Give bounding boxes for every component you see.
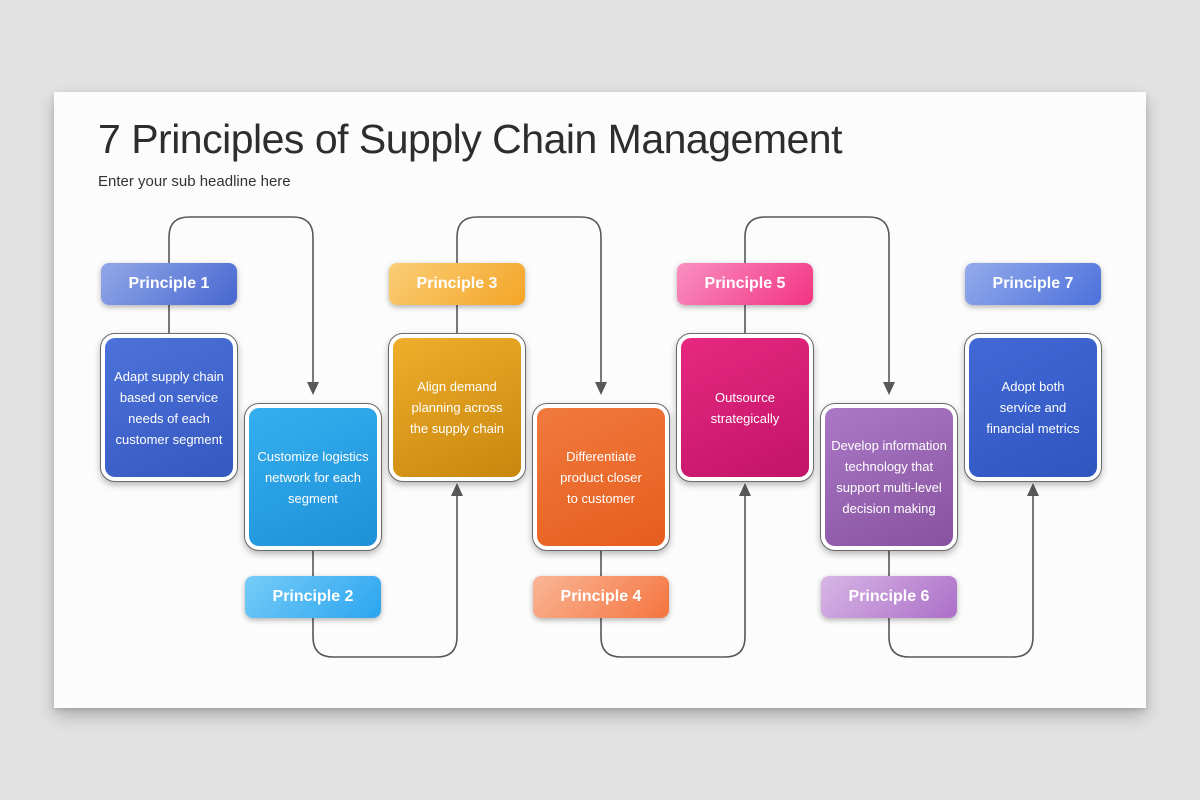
principle-3-description: Align demand planning across the supply … (393, 338, 521, 477)
principle-6-label: Principle 6 (848, 588, 930, 605)
principle-7-description: Adopt both service and financial metrics (969, 338, 1097, 477)
principle-3-label: Principle 3 (416, 275, 498, 292)
arrowhead-down-card6 (883, 382, 895, 395)
principle-2-card: Customize logistics network for each seg… (244, 403, 382, 551)
principle-1-pill: Principle 1 (101, 263, 237, 305)
principle-5-card: Outsource strategically (676, 333, 814, 482)
page-title: 7 Principles of Supply Chain Management (98, 116, 843, 162)
connector-p3-to-card4 (456, 216, 602, 384)
connector-p6-to-card7 (888, 495, 1034, 658)
principle-4-pill: Principle 4 (533, 576, 669, 618)
arrowhead-down-card2 (307, 382, 319, 395)
principle-3-pill: Principle 3 (389, 263, 525, 305)
arrowhead-down-card4 (595, 382, 607, 395)
page-subtitle: Enter your sub headline here (98, 173, 291, 190)
arrowhead-up-card5 (739, 483, 751, 496)
principle-5-label: Principle 5 (704, 275, 786, 292)
arrowhead-up-card7 (1027, 483, 1039, 496)
connector-p4-to-card5 (600, 495, 746, 658)
principle-4-label: Principle 4 (560, 588, 642, 605)
slide-canvas: 7 Principles of Supply Chain Management … (54, 92, 1146, 708)
principle-1-description: Adapt supply chain based on service need… (105, 338, 233, 477)
principle-4-description: Differentiate product closer to customer (537, 408, 665, 546)
connector-p2-to-card3 (312, 495, 458, 658)
principle-7-label: Principle 7 (992, 275, 1074, 292)
connector-lines (168, 216, 1039, 658)
principle-7-pill: Principle 7 (965, 263, 1101, 305)
principle-6-card: Develop information technology that supp… (820, 403, 958, 551)
principle-2-label: Principle 2 (272, 588, 354, 605)
connector-p1-to-card2 (168, 216, 314, 384)
arrowhead-up-card3 (451, 483, 463, 496)
principle-6-pill: Principle 6 (821, 576, 957, 618)
principle-1-card: Adapt supply chain based on service need… (100, 333, 238, 482)
principle-5-description: Outsource strategically (681, 338, 809, 477)
principle-5-pill: Principle 5 (677, 263, 813, 305)
principle-1-label: Principle 1 (128, 275, 210, 292)
connector-p5-to-card6 (744, 216, 890, 384)
principle-7-card: Adopt both service and financial metrics (964, 333, 1102, 482)
principle-3-card: Align demand planning across the supply … (388, 333, 526, 482)
principle-2-pill: Principle 2 (245, 576, 381, 618)
principle-2-description: Customize logistics network for each seg… (249, 408, 377, 546)
principle-6-description: Develop information technology that supp… (825, 408, 953, 546)
principle-4-card: Differentiate product closer to customer (532, 403, 670, 551)
